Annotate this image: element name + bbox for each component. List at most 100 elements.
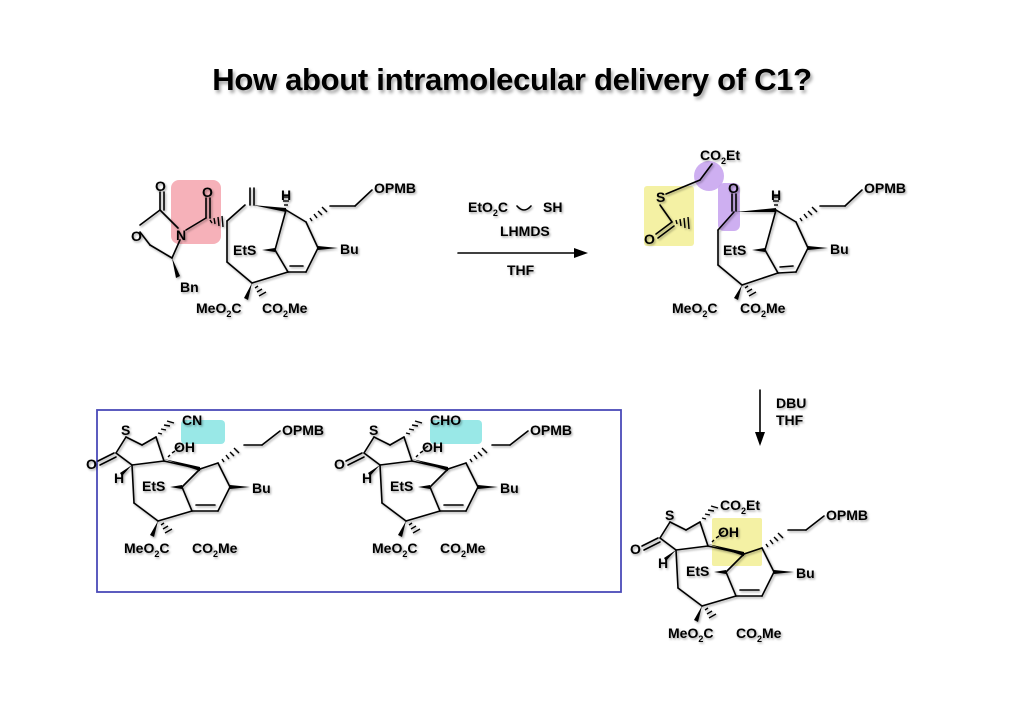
bond (125, 436, 143, 446)
hashed-bond (410, 525, 417, 530)
wedge-bond (664, 550, 676, 561)
atom-label: O (644, 231, 655, 247)
bond (465, 486, 479, 512)
svg-text:MeO2C: MeO2C (672, 300, 717, 319)
hashed-bond (469, 458, 473, 463)
bond (669, 521, 687, 531)
butyl-label: Bu (252, 480, 271, 496)
atom-label: OPMB (374, 180, 416, 196)
methyl-ester-label: MeO2C (372, 540, 417, 559)
bond (403, 436, 413, 462)
bond (133, 502, 159, 522)
bond (701, 595, 737, 607)
hashed-bond (167, 454, 171, 458)
substituent-label: CO2Et (720, 497, 760, 516)
bond (157, 510, 193, 522)
bond (805, 515, 825, 531)
analogs-frame (96, 409, 622, 593)
hashed-bond (225, 454, 230, 460)
svg-text:CO2Me: CO2Me (740, 300, 786, 319)
hydroxyl-label: OH (174, 439, 195, 455)
atom-label: H (281, 187, 291, 203)
bond (181, 486, 193, 512)
wedge-bond (714, 570, 726, 574)
ethylthio-label: EtS (142, 478, 165, 494)
bond (99, 456, 117, 466)
opmb-label: OPMB (530, 422, 572, 438)
solvent-step1: THF (507, 262, 535, 278)
methyl-ester-label: MeO2C (124, 540, 169, 559)
atom-label: EtS (723, 242, 746, 258)
bond (181, 468, 201, 488)
wedge-bond (170, 485, 182, 489)
hashed-bond (707, 509, 715, 512)
bond (141, 436, 157, 446)
highlight-cn (181, 420, 225, 444)
opmb-label: OPMB (282, 422, 324, 438)
hashed-bond (408, 522, 413, 526)
bond (381, 502, 407, 522)
bond (405, 510, 441, 522)
bond (345, 452, 363, 462)
hashed-bond (163, 424, 171, 427)
hashed-bond (414, 420, 423, 424)
atom-label: N (176, 227, 186, 243)
bond (725, 571, 737, 597)
hashed-bond (708, 613, 717, 619)
highlight-thioester (644, 186, 694, 246)
bond (675, 549, 679, 589)
bond (379, 460, 413, 466)
atom-label: O (131, 228, 142, 244)
bond (217, 462, 231, 488)
hashed-bond (765, 543, 769, 548)
substituent-label: CN (182, 412, 202, 428)
ethylthio-label: EtS (686, 563, 709, 579)
hashed-bond (769, 539, 774, 545)
wedge-bond (164, 459, 200, 471)
hashed-bond (481, 447, 488, 454)
bond (659, 537, 677, 551)
bond (509, 430, 529, 446)
reagent-thiol: SH (543, 199, 562, 215)
atom-label: Bu (830, 241, 849, 257)
bond (363, 452, 381, 466)
methyl-ester-label: CO2Me (440, 540, 486, 559)
wedge-bond (774, 570, 794, 574)
oxygen-label: O (630, 541, 641, 557)
highlight-ketone (718, 183, 740, 231)
atom-label: Bn (180, 279, 199, 295)
hashed-bond (719, 530, 725, 535)
wedge-bond (694, 606, 702, 622)
methyl-ester-label: CO2Me (736, 625, 782, 644)
bond (261, 430, 281, 446)
bond (677, 587, 703, 607)
reagent-ethyl-thioglycolate-ester: EtO2C (468, 199, 508, 218)
oxygen-label: O (334, 456, 345, 472)
hashed-bond (701, 517, 707, 520)
hashed-bond (162, 525, 169, 530)
hashed-bond (715, 535, 720, 539)
methyl-ester-label: MeO2C (668, 625, 713, 644)
bond (373, 436, 391, 446)
sulfur-label: S (665, 507, 674, 523)
wedge-bond (230, 485, 250, 489)
reaction-arrow-1 (457, 248, 588, 258)
reagent-base: LHMDS (500, 223, 550, 239)
hashed-bond (704, 607, 709, 611)
wedge-bond (418, 485, 430, 489)
bond (699, 521, 709, 547)
hydroxyl-label: OH (422, 439, 443, 455)
bond (217, 486, 231, 512)
bond (675, 545, 709, 551)
wedge-bond (150, 521, 158, 537)
bond (97, 452, 115, 462)
sulfur-label: S (369, 422, 378, 438)
bond (347, 456, 365, 466)
thioester-intermediate: S O O H CO2Et OPMB EtS Bu MeO2C CO2Me (644, 147, 906, 319)
bond (725, 553, 745, 573)
hashed-bond (412, 528, 421, 534)
hashed-bond (773, 536, 779, 542)
hashed-bond (171, 450, 176, 454)
